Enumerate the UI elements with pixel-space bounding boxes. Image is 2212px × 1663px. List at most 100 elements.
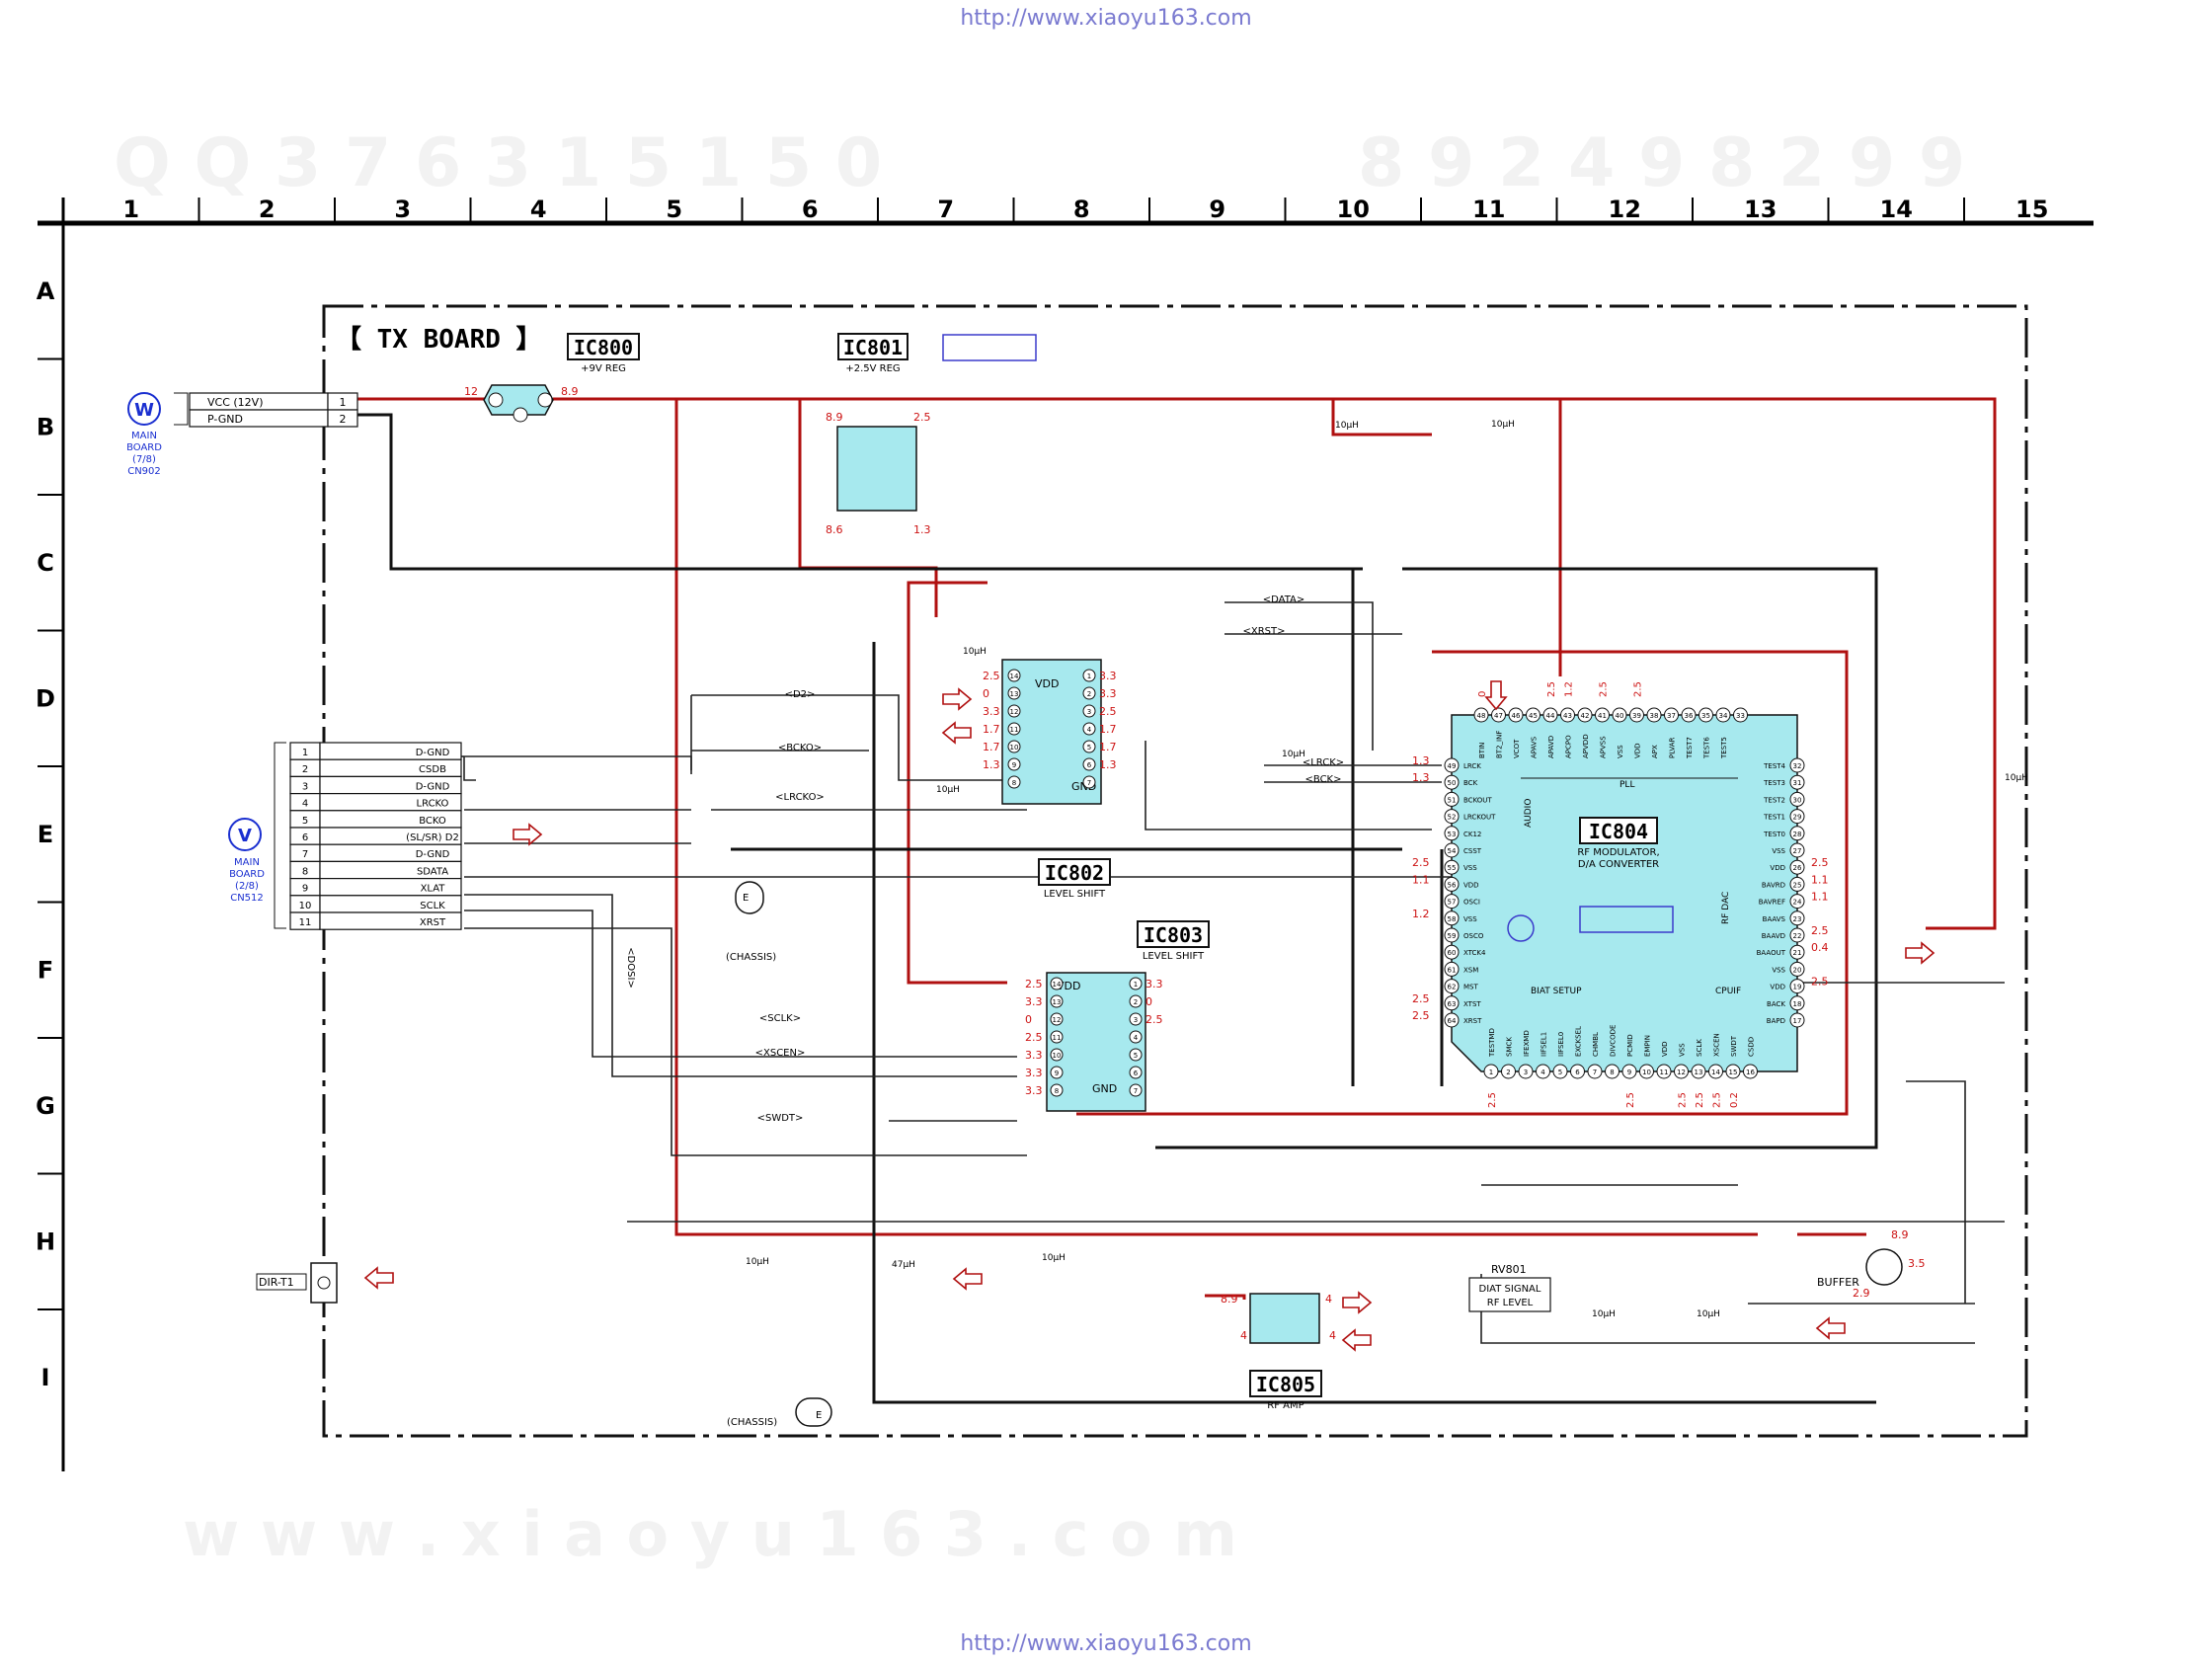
ic804-left-volt: 1.3 — [1412, 754, 1430, 767]
ic804-right-name: TEST2 — [1763, 796, 1785, 804]
grid-col-10: 10 — [1337, 196, 1370, 223]
ic802pins-left-pin: 12 — [1010, 708, 1019, 716]
ic803[interactable]: VDD GND IC803 LEVEL SHIFT — [1046, 920, 1210, 1112]
ic804-top-name: TEST5 — [1720, 737, 1728, 759]
ic803pins-left-volt: 2.5 — [1025, 1031, 1043, 1044]
ic804-bottom-volt: 2.5 — [1625, 1092, 1636, 1108]
ic803pins-left-pin: 12 — [1053, 1016, 1062, 1024]
ic804-bottom-pin: 1 — [1489, 1069, 1493, 1076]
grid-col-3: 3 — [394, 196, 411, 223]
ic802pins-left-pin: 8 — [1012, 779, 1016, 787]
inductor-label: 10μH — [2005, 773, 2028, 783]
ic804-bottom-name: IFEXMD — [1523, 1030, 1531, 1057]
ic802pins-left-pin: 10 — [1010, 744, 1019, 752]
footer-url[interactable]: http://www.xiaoyu163.com — [960, 1631, 1252, 1656]
ic804-left-name: XSM — [1463, 966, 1478, 974]
connector-w-caption: CN902 — [127, 466, 161, 477]
connector-v-pin-name: XLAT — [421, 884, 446, 895]
signal-arrow — [1341, 1328, 1372, 1352]
ic804-left-name: VDD — [1463, 881, 1479, 889]
signal-label-bck: <BCK> — [1305, 774, 1342, 785]
ic804[interactable]: IC804 RF MODULATOR, D/A CONVERTER PLL AU… — [1451, 714, 1798, 1072]
ic804-left-name: BCK — [1463, 779, 1478, 787]
signal-label-bcko: <BCKO> — [778, 743, 822, 753]
ic804-bottom-pin: 8 — [1610, 1069, 1614, 1076]
ic803pins-left-pin: 9 — [1055, 1069, 1059, 1077]
signal-arrows — [363, 680, 1936, 1352]
ic803-label: IC803 — [1144, 923, 1203, 947]
ic800-vin: 12 — [464, 385, 478, 398]
ic800[interactable]: IC800 +9V REG 12 8.9 — [464, 333, 640, 423]
ic804-bottom-pin: 4 — [1540, 1069, 1545, 1076]
buffer-ve: 3.5 — [1908, 1257, 1926, 1270]
ic804-right-name: BAAOUT — [1757, 949, 1786, 957]
ic804-top-name: APCPO — [1565, 735, 1573, 758]
ic802pins-right-volt: 2.5 — [1099, 705, 1117, 718]
ic805[interactable]: IC805 RF AMP 8.9 4 4 4 — [1221, 1293, 1336, 1411]
ic803pins-left-volt: 3.3 — [1025, 1049, 1043, 1062]
ic804-top-pin: 35 — [1701, 712, 1710, 720]
signal-label-swdt: <SWDT> — [757, 1113, 804, 1124]
signal-arrow — [1905, 941, 1936, 965]
signal-arrow — [513, 823, 543, 846]
ic800-vout: 8.9 — [561, 385, 579, 398]
connector-w-caption: (7/8) — [132, 454, 156, 465]
grid-frame — [38, 198, 2094, 1471]
ic804-right-pin: 24 — [1793, 899, 1802, 907]
ic804-right-pin: 17 — [1793, 1017, 1802, 1025]
ic804-left-volt: 2.5 — [1412, 992, 1430, 1005]
ic800-label: IC800 — [574, 336, 633, 359]
ic804-left-pin: 56 — [1448, 881, 1457, 889]
ic805-vin2: 4 — [1240, 1329, 1247, 1342]
grid-row-H: H — [36, 1227, 55, 1255]
signal-label-xscen: <XSCEN> — [755, 1048, 806, 1059]
ic804-left-pin: 54 — [1448, 847, 1457, 855]
signal-arrow — [363, 1266, 394, 1290]
ic804-right-name: VSS — [1772, 966, 1785, 974]
ic804-label: IC804 — [1589, 820, 1648, 843]
ic800-desc: +9V REG — [581, 363, 626, 374]
ic804-right-pin: 31 — [1793, 779, 1802, 787]
ic804-bottom-volt: 2.5 — [1712, 1092, 1723, 1108]
ic801[interactable]: IC801 +2.5V REG 8.9 2.5 8.6 1.3 — [826, 333, 1037, 536]
ic804-bottom-volt: 2.5 — [1695, 1092, 1705, 1108]
ic804-right-pin: 26 — [1793, 864, 1802, 872]
inductor-label: 10μH — [963, 647, 987, 657]
inductor-label: 10μH — [746, 1257, 769, 1267]
rv801: RV801 DIAT SIGNAL RF LEVEL — [1468, 1263, 1551, 1312]
ic804-left-pin: 62 — [1448, 984, 1457, 991]
dir-connector: DIR-T1 — [256, 1262, 338, 1304]
connector-v-caption: CN512 — [230, 893, 264, 904]
ic801-desc: +2.5V REG — [845, 363, 900, 374]
connector-v-caption: BOARD — [229, 869, 265, 880]
signal-label-data: <DATA> — [1263, 594, 1305, 605]
connector-v-pin-name: (SL/SR) D2 — [406, 832, 459, 843]
ic804-bottom-name: PCMID — [1626, 1034, 1634, 1057]
ic802pins-left-volt: 3.3 — [983, 705, 1000, 718]
connector-v-pin-name: D-GND — [416, 849, 450, 860]
ic804-pins: 48BTIN047BT2_INF46VCOT45APAVS44APAVD2.54… — [1412, 681, 1829, 1108]
ic803-pins: 14131211109812345672.53.302.53.33.33.33.… — [1025, 977, 1163, 1097]
connector-v-pin-name: SDATA — [417, 866, 448, 877]
chassis-label-bottom: (CHASSIS) — [727, 1417, 777, 1428]
grid-col-14: 14 — [1880, 196, 1913, 223]
ic802pins-left-pin: 14 — [1010, 673, 1019, 680]
ic802pins-right-pin: 3 — [1087, 708, 1091, 716]
inductor-label: 10μH — [1282, 750, 1305, 759]
connector-v-pin-num: 6 — [302, 832, 308, 843]
connector-w-pin-num: 2 — [340, 413, 347, 426]
grid-row-F: F — [38, 956, 53, 984]
ic803pins-left-pin: 11 — [1053, 1034, 1062, 1042]
ic804-left-name: VSS — [1463, 915, 1477, 923]
connector-w-caption: MAIN — [131, 431, 157, 441]
ic801-v-cnp: 1.3 — [913, 523, 931, 536]
watermark-bottom: w w w . x i a o y u 1 6 3 . c o m — [183, 1498, 1237, 1570]
ic804-top-pin: 44 — [1546, 712, 1555, 720]
ic804-top-volt: 0 — [1477, 691, 1488, 697]
header-url[interactable]: http://www.xiaoyu163.com — [960, 6, 1252, 31]
ic804-right-pin: 22 — [1793, 932, 1802, 940]
dir-label: DIR-T1 — [259, 1276, 294, 1289]
ic804-bottom-name: IIFSEL1 — [1540, 1032, 1548, 1057]
ic803pins-right-volt: 3.3 — [1146, 978, 1163, 990]
